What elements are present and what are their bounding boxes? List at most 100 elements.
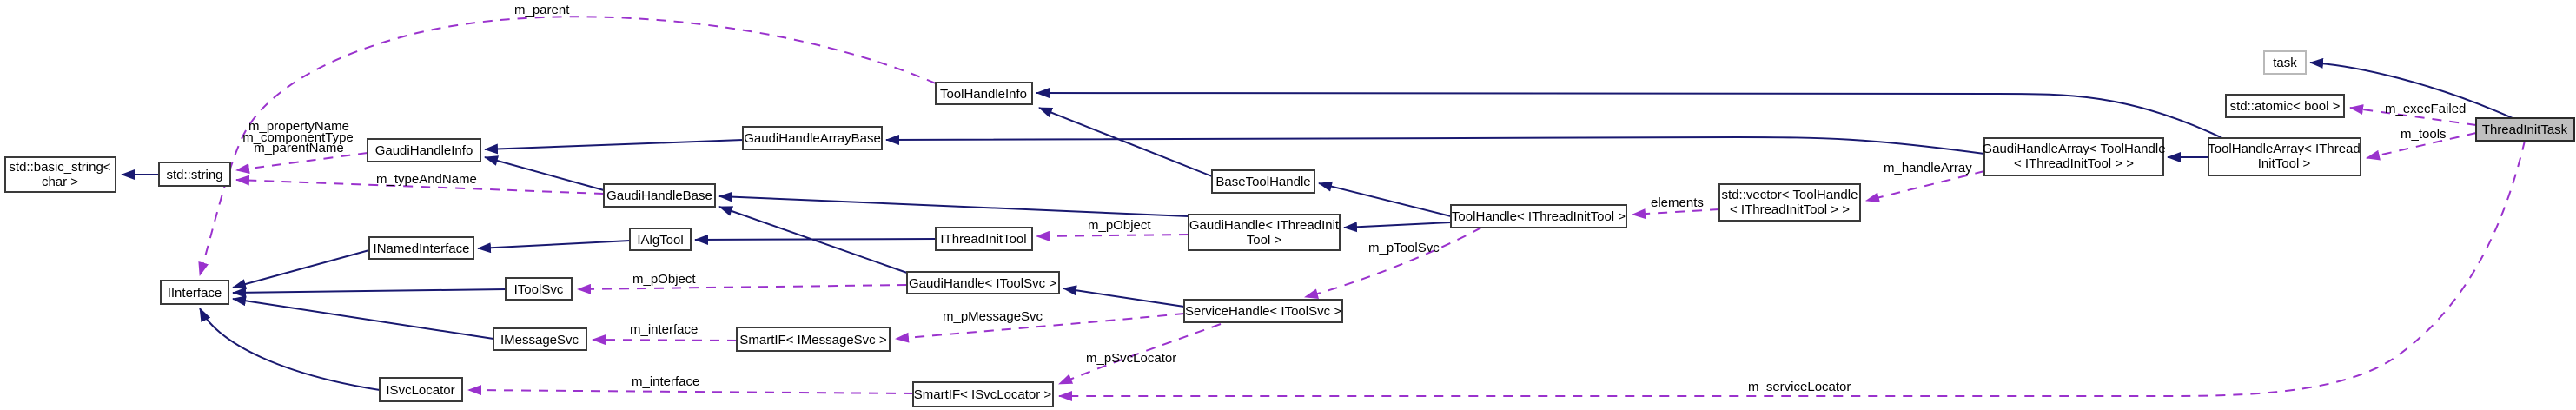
edge-gaudihandlearray-gaudihandlearraybase bbox=[885, 134, 1985, 155]
node-toolhandleinfo[interactable]: ToolHandleInfo bbox=[935, 82, 1033, 105]
label-m-psvclocator: m_pSvcLocator bbox=[1086, 351, 1176, 366]
node-std-basic-string-label-2: char > bbox=[42, 175, 78, 189]
label-m-tools: m_tools bbox=[2401, 127, 2447, 142]
node-gaudihandle-ithreadinittool[interactable]: GaudiHandle< IThreadInit Tool > bbox=[1188, 214, 1341, 251]
edge-imessagesvc-iinterface bbox=[232, 295, 494, 340]
node-gaudihandlearraybase-label: GaudiHandleArrayBase bbox=[744, 131, 881, 146]
edge-gaudihandletoolsvc-itoolsvc bbox=[577, 283, 908, 294]
node-gaudihandlearraybase[interactable]: GaudiHandleArrayBase bbox=[742, 126, 883, 150]
node-itoolsvc-label: IToolSvc bbox=[514, 282, 564, 297]
node-iinterface[interactable]: IInterface bbox=[160, 280, 229, 305]
node-threadinittask-label: ThreadInitTask bbox=[2482, 122, 2568, 137]
node-std-vector-toolhandle-label-1: std::vector< ToolHandle bbox=[1722, 188, 1858, 202]
edge-threadinittask-smartifsvclocator bbox=[1058, 140, 2526, 401]
node-std-basic-string[interactable]: std::basic_string< char > bbox=[4, 156, 116, 193]
node-gaudihandle-ithreadinittool-label-2: Tool > bbox=[1247, 233, 1282, 248]
edge-gaudihandlebase-gaudihandleinfo bbox=[484, 155, 605, 191]
node-ialgtool-label: IAlgTool bbox=[637, 233, 683, 248]
edge-servicehandle-smartifmessagesvc bbox=[895, 313, 1185, 343]
inheritance-edges bbox=[121, 57, 2513, 391]
node-threadinittask: ThreadInitTask bbox=[2475, 117, 2575, 142]
node-servicehandle-itoolsvc-label: ServiceHandle< IToolSvc > bbox=[1185, 304, 1341, 319]
node-smartif-isvclocator-label: SmartIF< ISvcLocator > bbox=[914, 387, 1052, 402]
node-std-atomic-bool[interactable]: std::atomic< bool > bbox=[2225, 94, 2345, 118]
label-m-parentname: m_parentName bbox=[254, 141, 343, 155]
node-imessagesvc[interactable]: IMessageSvc bbox=[493, 327, 587, 351]
node-toolhandle-ithreadinittool[interactable]: ToolHandle< IThreadInitTool > bbox=[1450, 204, 1627, 228]
node-gaudihandlearray-toolhandle[interactable]: GaudiHandleArray< ToolHandle < IThreadIn… bbox=[1982, 137, 2166, 176]
node-smartif-isvclocator[interactable]: SmartIF< ISvcLocator > bbox=[912, 381, 1054, 407]
node-gaudihandlearray-toolhandle-label-2: < IThreadInitTool > > bbox=[2014, 156, 2134, 171]
edge-basetoolhandle-toolhandleinfo bbox=[1038, 107, 1213, 177]
edge-threadinittask-stdatomic bbox=[2349, 104, 2477, 126]
node-isvclocator-label: ISvcLocator bbox=[386, 383, 454, 398]
edge-threadinittask-task bbox=[2309, 57, 2513, 119]
node-task: task bbox=[2263, 50, 2307, 75]
edge-isvclocator-iinterface bbox=[199, 308, 381, 391]
label-m-propertyname: m_propertyName bbox=[248, 119, 349, 134]
label-m-typeandname: m_typeAndName bbox=[376, 172, 477, 187]
label-m-interface-svc: m_interface bbox=[632, 374, 699, 389]
node-inamedinterface-label: INamedInterface bbox=[374, 241, 470, 256]
edge-ithreadinittool-ialgtool bbox=[694, 234, 937, 245]
edge-gaudihandlethread-ithreadinittool bbox=[1036, 230, 1189, 241]
edge-inamedinterface-iinterface bbox=[232, 249, 370, 289]
node-inamedinterface[interactable]: INamedInterface bbox=[368, 236, 474, 260]
node-imessagesvc-label: IMessageSvc bbox=[500, 333, 579, 347]
node-iinterface-label: IInterface bbox=[168, 286, 222, 301]
label-m-pobject-toolsvc: m_pObject bbox=[632, 272, 696, 287]
node-std-vector-toolhandle[interactable]: std::vector< ToolHandle < IThreadInitToo… bbox=[1718, 183, 1861, 222]
edge-gaudihandlearray-stdvector bbox=[1865, 170, 1985, 203]
node-ialgtool[interactable]: IAlgTool bbox=[629, 228, 692, 251]
edge-toolhandleinfo-iinterface-mparent bbox=[198, 16, 937, 276]
node-smartif-imessagesvc[interactable]: SmartIF< IMessageSvc > bbox=[736, 327, 891, 352]
edge-servicehandle-gaudihandletoolsvc bbox=[1063, 285, 1185, 308]
node-std-vector-toolhandle-label-2: < IThreadInitTool > > bbox=[1730, 202, 1850, 217]
node-itoolsvc[interactable]: IToolSvc bbox=[505, 277, 573, 301]
label-m-handlearray: m_handleArray bbox=[1884, 161, 1972, 175]
node-toolhandlearray-ithreadinittool-label-2: InitTool > bbox=[2258, 156, 2311, 171]
label-m-parent: m_parent bbox=[514, 3, 570, 17]
edge-toolhandlearray-toolhandleinfo bbox=[1036, 88, 2222, 138]
node-smartif-imessagesvc-label: SmartIF< IMessageSvc > bbox=[739, 333, 886, 347]
node-ithreadinittool[interactable]: IThreadInitTool bbox=[935, 227, 1033, 251]
edge-ialgtool-inamedinterface bbox=[477, 240, 631, 254]
label-elements: elements bbox=[1651, 195, 1704, 210]
edge-stdvector-toolhandle-elements bbox=[1632, 208, 1720, 220]
edge-smartifmessagesvc-imessagesvc bbox=[592, 334, 738, 346]
edge-gaudihandleinfo-stdstring bbox=[235, 152, 368, 174]
edge-gaudihandlebase-stdstring bbox=[235, 175, 605, 195]
node-task-label: task bbox=[2273, 56, 2297, 70]
label-m-interface-msg: m_interface bbox=[630, 322, 698, 337]
edge-smartifsvclocator-isvclocator bbox=[467, 385, 914, 396]
label-m-componenttype: m_componentType bbox=[242, 130, 354, 145]
edge-gaudihandlethread-gaudihandlebase bbox=[718, 191, 1189, 217]
node-gaudihandlebase-label: GaudiHandleBase bbox=[606, 188, 712, 203]
node-std-string-label: std::string bbox=[166, 168, 222, 182]
label-m-execfailed: m_execFailed bbox=[2385, 102, 2466, 116]
label-m-pmessagesvc: m_pMessageSvc bbox=[943, 309, 1043, 324]
node-basetoolhandle-label: BaseToolHandle bbox=[1215, 175, 1310, 189]
label-m-servicelocator: m_serviceLocator bbox=[1748, 380, 1851, 394]
node-servicehandle-itoolsvc[interactable]: ServiceHandle< IToolSvc > bbox=[1183, 299, 1343, 323]
node-toolhandlearray-ithreadinittool-label-1: ToolHandleArray< IThread bbox=[2208, 142, 2361, 156]
node-isvclocator[interactable]: ISvcLocator bbox=[379, 377, 463, 402]
node-gaudihandleinfo[interactable]: GaudiHandleInfo bbox=[367, 138, 481, 162]
edge-gaudihandlearraybase-gaudihandleinfo bbox=[484, 139, 744, 155]
node-gaudihandle-ithreadinittool-label-1: GaudiHandle< IThreadInit bbox=[1189, 218, 1340, 233]
edge-toolhandle-basetoolhandle bbox=[1318, 181, 1452, 217]
label-m-ptoolsvc: m_pToolSvc bbox=[1368, 241, 1440, 255]
edge-labels: m_parent m_propertyName m_componentType … bbox=[242, 3, 2466, 394]
node-toolhandleinfo-label: ToolHandleInfo bbox=[940, 87, 1027, 102]
node-gaudihandlebase[interactable]: GaudiHandleBase bbox=[603, 183, 716, 208]
node-gaudihandle-itoolsvc[interactable]: GaudiHandle< IToolSvc > bbox=[906, 271, 1060, 294]
node-ithreadinittool-label: IThreadInitTool bbox=[940, 232, 1026, 247]
node-std-atomic-bool-label: std::atomic< bool > bbox=[2230, 99, 2341, 114]
usage-edges bbox=[198, 16, 2526, 401]
node-toolhandle-ithreadinittool-label: ToolHandle< IThreadInitTool > bbox=[1452, 209, 1626, 224]
label-m-pobject-thread: m_pObject bbox=[1088, 218, 1151, 233]
node-gaudihandle-itoolsvc-label: GaudiHandle< IToolSvc > bbox=[909, 276, 1056, 291]
node-basetoolhandle[interactable]: BaseToolHandle bbox=[1211, 169, 1315, 194]
node-std-string[interactable]: std::string bbox=[158, 162, 231, 187]
node-toolhandlearray-ithreadinittool[interactable]: ToolHandleArray< IThread InitTool > bbox=[2208, 137, 2361, 176]
